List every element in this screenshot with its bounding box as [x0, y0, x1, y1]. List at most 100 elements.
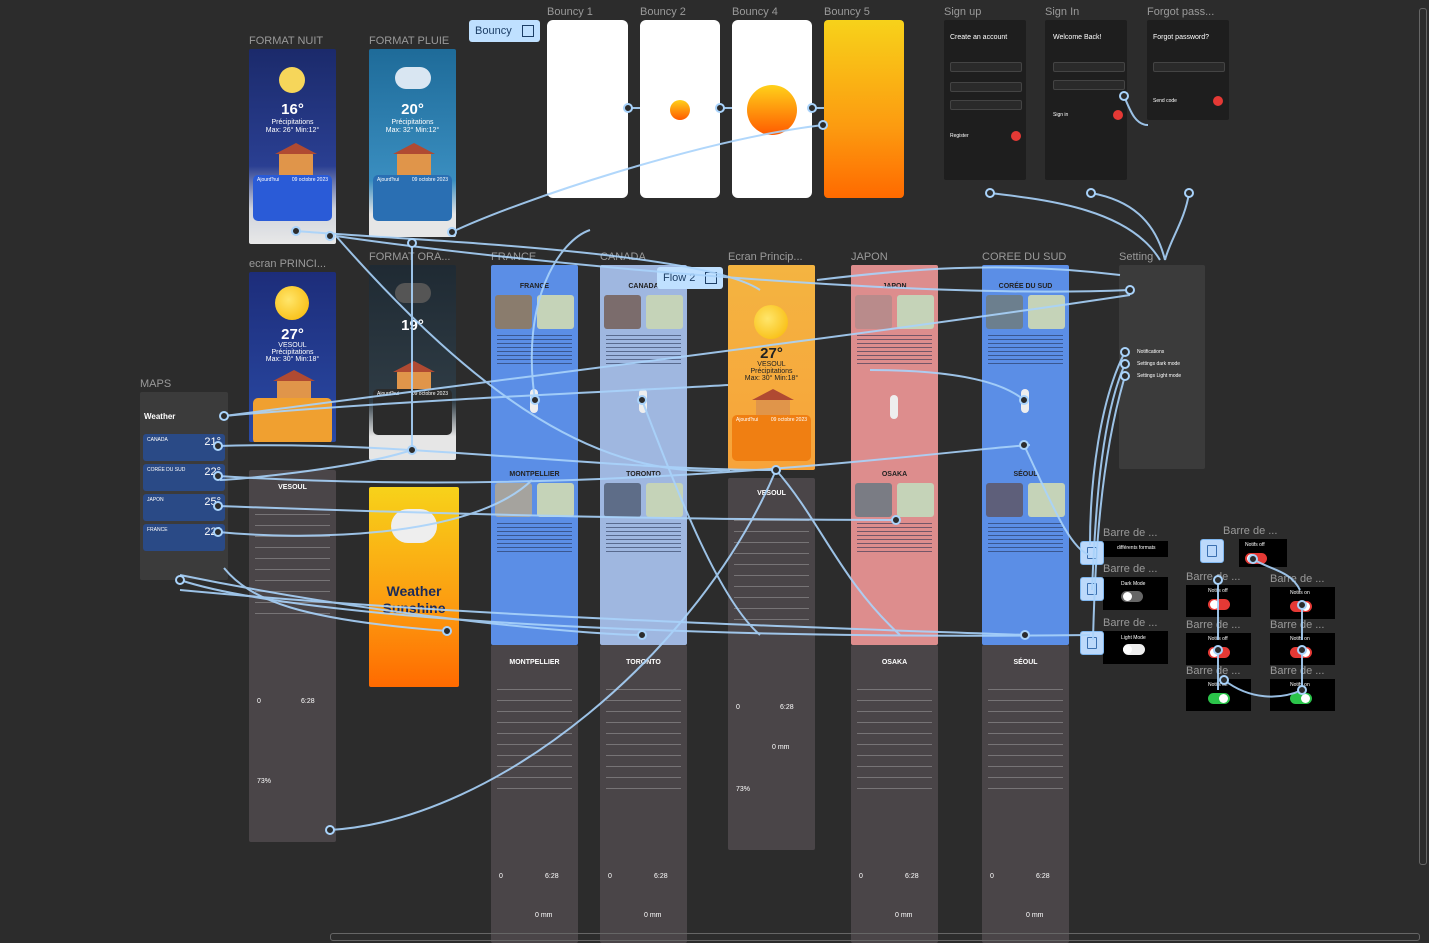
frame-label-signin[interactable]: Sign In	[1045, 6, 1080, 18]
frame-japon[interactable]: JAPON OSAKA	[851, 265, 938, 645]
notif-toggle[interactable]	[1290, 693, 1312, 704]
frame-label-bouncy2[interactable]: Bouncy 2	[640, 6, 686, 18]
scroll-toggle[interactable]	[890, 395, 898, 419]
bar-dark-mode[interactable]: Dark Mode	[1103, 577, 1168, 610]
frame-coree[interactable]: CORÉE DU SUD SÉOUL	[982, 265, 1069, 645]
frame-france[interactable]: FRANCE MONTPELLIER	[491, 265, 578, 645]
map-item-coree[interactable]: CORÉE DU SUD 22°	[143, 464, 225, 491]
frame-label-bouncy1[interactable]: Bouncy 1	[547, 6, 593, 18]
frame-label-setting[interactable]: Setting	[1119, 251, 1154, 263]
frame-vesoul-week[interactable]: VESOUL 0 6:28 73%	[249, 470, 336, 842]
map-item-france[interactable]: FRANCE 22°	[143, 524, 225, 551]
interaction-node-icon[interactable]	[1080, 631, 1104, 655]
frame-osaka-week[interactable]: OSAKA 0 6:28 0 mm	[851, 645, 938, 943]
light-mode-toggle[interactable]	[1123, 644, 1145, 655]
bar-notifs-on[interactable]: Notifs on	[1270, 587, 1335, 619]
frame-label-barre[interactable]: Barre de ...	[1270, 573, 1325, 585]
settings-notifications[interactable]: Notifications	[1137, 349, 1165, 355]
email-field[interactable]	[1153, 62, 1225, 72]
frame-label-barre[interactable]: Barre de ...	[1270, 619, 1325, 631]
interaction-node-icon[interactable]	[1200, 539, 1224, 563]
frame-label-bouncy5[interactable]: Bouncy 5	[824, 6, 870, 18]
notif-toggle[interactable]	[1208, 599, 1230, 610]
register-button[interactable]	[1011, 131, 1021, 141]
frame-format-nuit[interactable]: 16° Précipitations Max: 26° Min:12° Ajou…	[249, 49, 336, 244]
frame-label-canada[interactable]: CANADA	[600, 251, 646, 263]
frame-signup[interactable]: Create an account Register	[944, 20, 1026, 180]
frame-label-japon[interactable]: JAPON	[851, 251, 888, 263]
frame-label-bouncy4[interactable]: Bouncy 4	[732, 6, 778, 18]
name-field[interactable]	[950, 62, 1022, 72]
bar-formats[interactable]: différents formats	[1103, 541, 1168, 557]
frame-bouncy4[interactable]	[732, 20, 812, 198]
frame-maps[interactable]: Weather CANADA 21° CORÉE DU SUD 22° JAPO…	[140, 392, 228, 580]
settings-dark-mode[interactable]: Settings dark mode	[1137, 361, 1181, 367]
frame-label-format-pluie[interactable]: FORMAT PLUIE	[369, 35, 450, 47]
frame-label-barre[interactable]: Barre de ...	[1103, 617, 1158, 629]
frame-label-barre[interactable]: Barre de ...	[1186, 665, 1241, 677]
frame-label-france[interactable]: FRANCE	[491, 251, 537, 263]
map-item-canada[interactable]: CANADA 21°	[143, 434, 225, 461]
frame-label-ecran-principal[interactable]: Ecran Princip...	[728, 251, 803, 263]
bar-notifs-off[interactable]: Notifs off	[1186, 679, 1251, 711]
frame-label-barre[interactable]: Barre de ...	[1223, 525, 1278, 537]
frame-montpellier-week[interactable]: MONTPELLIER 0 6:28 0 mm	[491, 645, 578, 943]
notif-toggle[interactable]	[1245, 553, 1267, 564]
frame-label-barre[interactable]: Barre de ...	[1186, 619, 1241, 631]
password-field[interactable]	[950, 100, 1022, 110]
bar-notifs-on[interactable]: Notifs on	[1270, 633, 1335, 665]
frame-label-maps[interactable]: MAPS	[140, 378, 172, 390]
scroll-toggle[interactable]	[639, 389, 647, 413]
flow-2-button[interactable]: Flow 2	[657, 267, 724, 289]
scroll-toggle[interactable]	[530, 389, 538, 413]
frame-ecran-principal-left[interactable]: 27° VESOUL Précipitations Max: 30° Min:1…	[249, 272, 336, 442]
signin-button[interactable]	[1113, 110, 1123, 120]
frame-label-coree[interactable]: COREE DU SUD	[982, 251, 1067, 263]
frame-bouncy2[interactable]	[640, 20, 720, 198]
bar-light-mode[interactable]: Light Mode	[1103, 631, 1168, 664]
frame-bouncy5[interactable]	[824, 20, 904, 198]
vertical-scrollbar[interactable]	[1419, 8, 1427, 865]
frame-splash[interactable]: Weather Sunshine	[369, 487, 459, 687]
scroll-toggle[interactable]	[1021, 389, 1029, 413]
frame-label-barre[interactable]: Barre de ...	[1270, 665, 1325, 677]
frame-seoul-week[interactable]: SÉOUL 0 6:28 0 mm	[982, 645, 1069, 943]
frame-label-barre[interactable]: Barre de ...	[1103, 563, 1158, 575]
frame-label-signup[interactable]: Sign up	[944, 6, 982, 18]
send-code-button[interactable]	[1213, 96, 1223, 106]
frame-format-orage[interactable]: 19° Ajourd'hui 09 octobre 2023	[369, 265, 456, 460]
frame-label-barre[interactable]: Barre de ...	[1103, 527, 1158, 539]
password-field[interactable]	[1053, 80, 1125, 90]
notif-toggle[interactable]	[1208, 647, 1230, 658]
map-item-japon[interactable]: JAPON 25°	[143, 494, 225, 521]
frame-format-pluie[interactable]: 20° Précipitations Max: 32° Min:12° Ajou…	[369, 49, 456, 237]
interaction-node-icon[interactable]	[1080, 577, 1104, 601]
frame-principal-week[interactable]: VESOUL 0 6:28 0 mm 73%	[728, 478, 815, 850]
bar-notifs-off-top[interactable]: Notifs off	[1239, 539, 1287, 567]
bar-notifs-off[interactable]: Notifs off	[1186, 585, 1251, 617]
notif-toggle[interactable]	[1208, 693, 1230, 704]
dark-mode-toggle[interactable]	[1121, 591, 1143, 602]
frame-canada[interactable]: CANADA TORONTO	[600, 265, 687, 645]
notif-toggle[interactable]	[1290, 601, 1312, 612]
notif-toggle[interactable]	[1290, 647, 1312, 658]
interaction-node-icon[interactable]	[1080, 541, 1104, 565]
settings-light-mode[interactable]: Settings Light mode	[1137, 373, 1182, 379]
frame-label-ecran-princi[interactable]: ecran PRINCI...	[249, 258, 327, 270]
frame-bouncy1[interactable]	[547, 20, 628, 198]
frame-signin[interactable]: Welcome Back! Sign in	[1045, 20, 1127, 180]
frame-label-format-nuit[interactable]: FORMAT NUIT	[249, 35, 324, 47]
horizontal-scrollbar[interactable]	[330, 933, 1420, 941]
frame-toronto-week[interactable]: TORONTO 0 6:28 0 mm	[600, 645, 687, 943]
frame-label-barre[interactable]: Barre de ...	[1186, 571, 1241, 583]
bar-notifs-off[interactable]: Notifs off	[1186, 633, 1251, 665]
frame-label-forgot[interactable]: Forgot pass...	[1147, 6, 1215, 18]
frame-label-format-ora[interactable]: FORMAT ORA...	[369, 251, 451, 263]
frame-forgot[interactable]: Forgot password? Send code	[1147, 20, 1229, 120]
frame-setting[interactable]: Notifications Settings dark mode Setting…	[1119, 265, 1205, 469]
flow-bouncy-button[interactable]: Bouncy	[469, 20, 540, 42]
frame-ecran-principal[interactable]: 27° VESOUL Précipitations Max: 30° Min:1…	[728, 265, 815, 470]
email-field[interactable]	[1053, 62, 1125, 72]
bar-notifs-on[interactable]: Notifs on	[1270, 679, 1335, 711]
email-field[interactable]	[950, 82, 1022, 92]
